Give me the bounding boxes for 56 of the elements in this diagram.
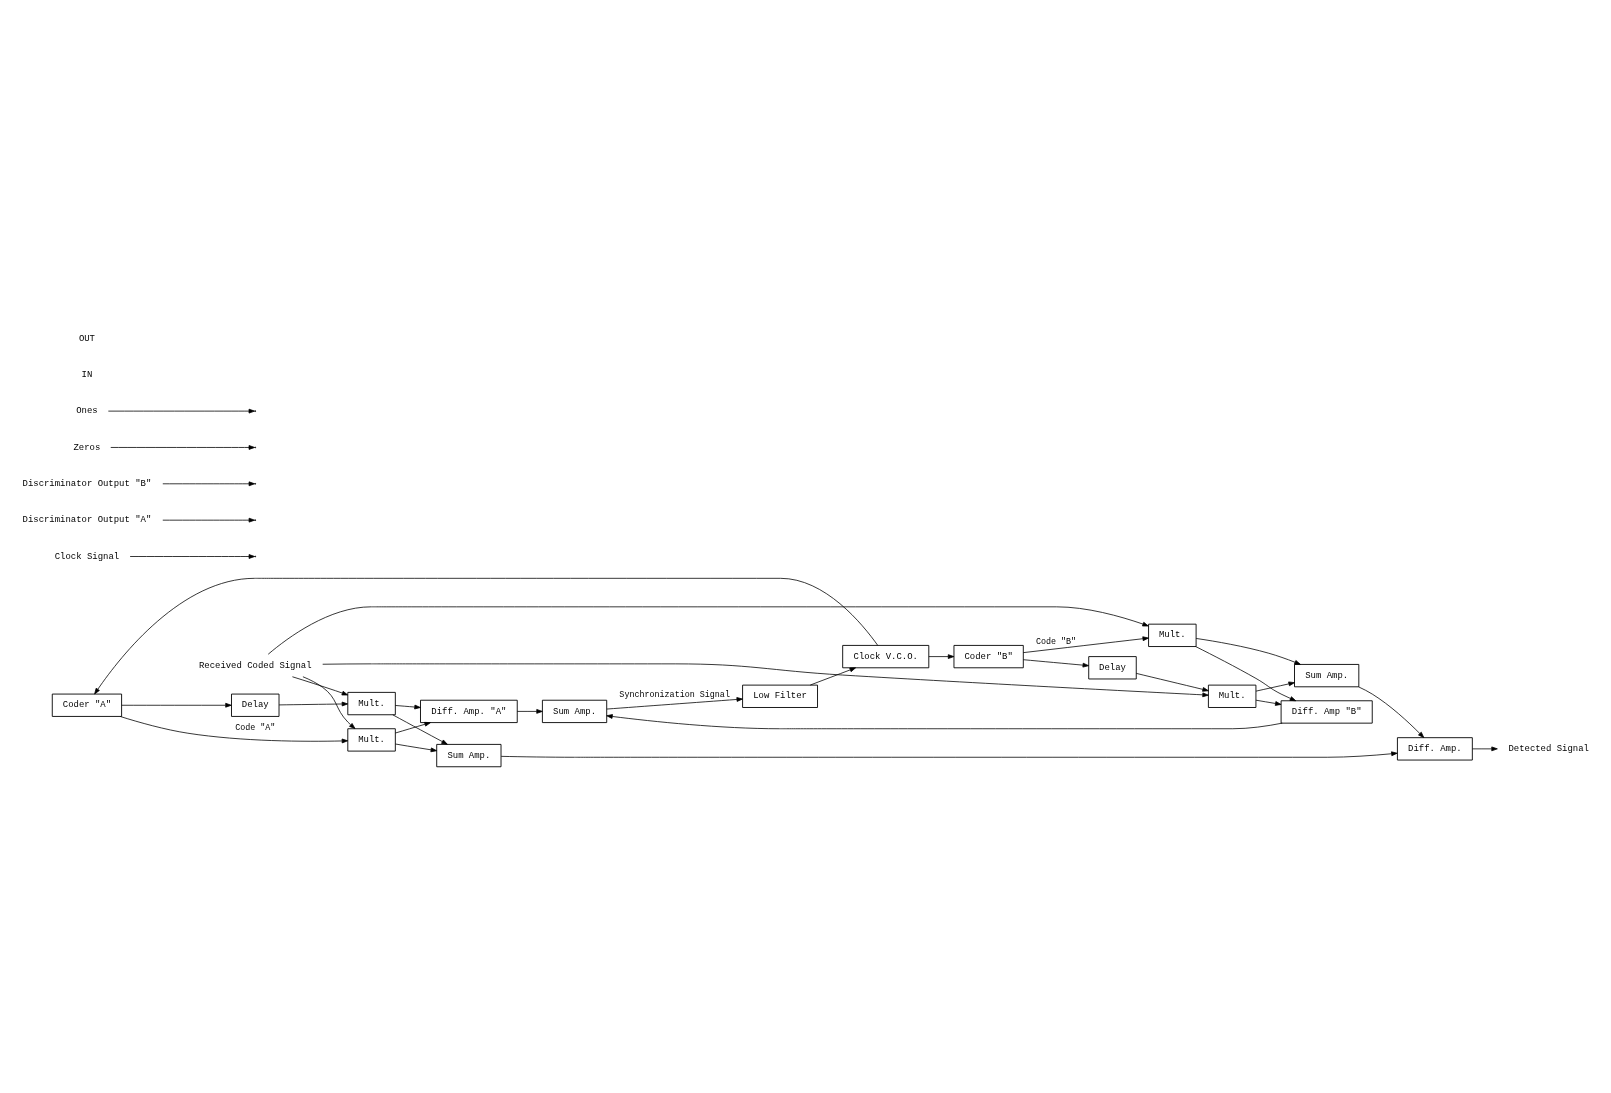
arrow bbox=[1358, 686, 1425, 738]
edge-label: Code "A" bbox=[235, 722, 276, 733]
node-text: Discriminator Output "B" bbox=[22, 478, 152, 489]
arrow bbox=[267, 605, 1149, 655]
node-box: Delay bbox=[1088, 655, 1137, 679]
node-box: Delay bbox=[231, 693, 280, 717]
arrow bbox=[606, 713, 1283, 729]
arrow bbox=[119, 715, 349, 743]
node-box: Sum Amp. bbox=[541, 699, 608, 723]
arrow bbox=[500, 750, 1398, 758]
node-text: Detected Signal bbox=[1508, 743, 1589, 754]
arrow bbox=[809, 666, 856, 685]
arrow bbox=[278, 701, 349, 706]
node-text: Clock Signal bbox=[54, 551, 120, 562]
arrow bbox=[94, 577, 879, 694]
edge-label: Synchronization Signal bbox=[619, 689, 730, 700]
node-box: Coder "B" bbox=[953, 644, 1024, 668]
arrow bbox=[1255, 699, 1282, 706]
node-box: Diff. Amp. "A" bbox=[420, 699, 518, 723]
arrow bbox=[1195, 645, 1297, 701]
arrow bbox=[1135, 672, 1209, 692]
arrow bbox=[395, 743, 438, 752]
arrow bbox=[302, 675, 356, 729]
node-box: Diff. Amp. bbox=[1396, 736, 1473, 760]
arrow bbox=[121, 702, 232, 708]
node-box: Mult. bbox=[347, 691, 396, 715]
node-box: Diff. Amp "B" bbox=[1280, 699, 1373, 724]
node-box: Mult. bbox=[1207, 684, 1257, 708]
arrow bbox=[395, 721, 431, 733]
arrow bbox=[1255, 681, 1295, 692]
label: OUT bbox=[78, 333, 95, 344]
label: IN bbox=[81, 369, 93, 380]
node-box: Mult. bbox=[1148, 623, 1197, 647]
arrow bbox=[1022, 635, 1149, 653]
node-text: Zeros bbox=[73, 442, 101, 453]
node-text: Discriminator Output "A" bbox=[22, 514, 152, 525]
arrow bbox=[1195, 637, 1301, 665]
node-text: Ones bbox=[76, 405, 98, 416]
arrow bbox=[1472, 746, 1498, 751]
arrow bbox=[107, 408, 255, 413]
node-box: Sum Amp. bbox=[1294, 663, 1360, 687]
arrow bbox=[1023, 658, 1089, 667]
node-box: Sum Amp. bbox=[436, 743, 502, 767]
node-box: Low Filter bbox=[742, 684, 818, 708]
arrow bbox=[322, 663, 1209, 697]
node-text: Received Coded Signal bbox=[198, 660, 312, 671]
node-box: Clock V.C.O. bbox=[842, 644, 930, 668]
arrow bbox=[928, 653, 955, 659]
edge-label: Code "B" bbox=[1035, 636, 1077, 647]
arrow bbox=[292, 675, 349, 695]
arrow bbox=[516, 708, 543, 714]
arrow bbox=[392, 713, 448, 745]
arrow bbox=[395, 704, 421, 709]
node-box: Coder "A" bbox=[51, 693, 123, 717]
node-box: Mult. bbox=[347, 727, 396, 752]
arrow bbox=[606, 696, 743, 709]
